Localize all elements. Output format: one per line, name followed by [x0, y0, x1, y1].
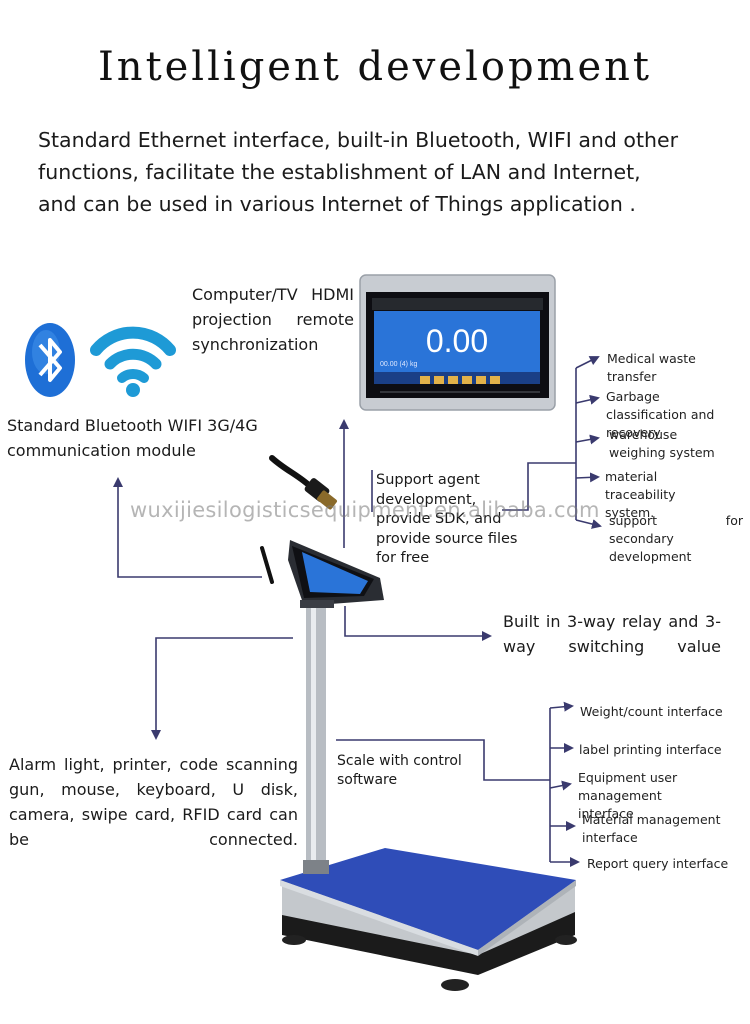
hdmi-label: Computer/TV HDMI projection remote synch… [192, 285, 354, 354]
control-software-label: Scale with control software [337, 753, 462, 788]
application-item: Garbage classification and recovery [606, 389, 715, 440]
interface-item: Report query interface [587, 856, 729, 871]
bluetooth-wifi-label: Standard Bluetooth WIFI 3G/4G communicat… [7, 416, 258, 460]
relay-label: Built in 3-way relay and 3-way switching… [503, 612, 721, 656]
agent-development-label: Support agent development, provide SDK, … [376, 472, 518, 566]
interface-item: Material management interface [582, 812, 721, 845]
interface-item: label printing interface [579, 742, 722, 757]
monitor-sub-reading: 00.00 (4) kg [380, 361, 418, 368]
application-item: support for secondary development [609, 513, 743, 564]
monitor-weight-reading: 0.00 [425, 323, 489, 359]
interface-item: Weight/count interface [580, 704, 723, 719]
peripherals-label: Alarm light, printer, code scanning gun,… [9, 755, 298, 849]
application-item: Medical waste transfer [607, 351, 696, 384]
application-item: warehouse weighing system [609, 427, 715, 460]
intro-paragraph: Standard Ethernet interface, built-in Bl… [38, 128, 679, 216]
application-item: material traceability system. [605, 469, 676, 520]
watermark: wuxijiesilogisticsequipment.en.alibaba.c… [130, 498, 600, 522]
interface-item: Equipment user management interface [578, 770, 678, 821]
page-title: Intelligent development [98, 44, 652, 90]
